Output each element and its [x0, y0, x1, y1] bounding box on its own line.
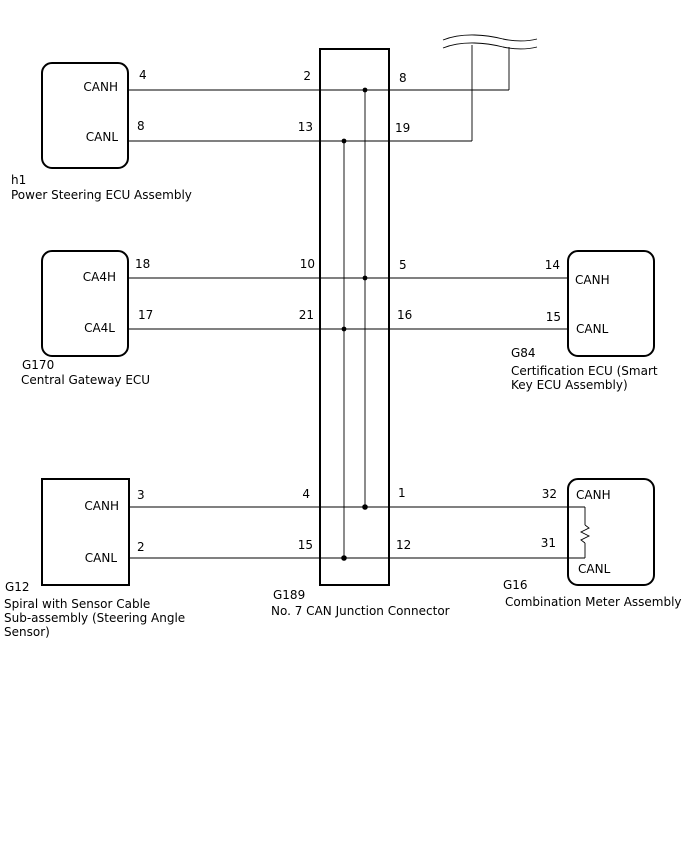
h1-code: h1	[11, 173, 26, 187]
g170-pin-ca4l: 17	[138, 308, 153, 322]
junction-dot	[341, 555, 347, 561]
g84-name-line: Key ECU Assembly)	[511, 378, 628, 392]
g84-signal-canl: CANL	[576, 322, 609, 336]
junction-dot	[362, 275, 368, 281]
g170-signal-ca4l: CA4L	[84, 321, 115, 335]
g170-code: G170	[22, 358, 54, 372]
resistor-icon	[579, 524, 591, 544]
g189-left-pin: 21	[299, 308, 314, 322]
g84-pin-canl: 15	[546, 310, 561, 324]
g84-code: G84	[511, 346, 536, 360]
g12-code: G12	[5, 580, 30, 594]
g16-meter-box	[567, 478, 655, 586]
g189-right-pin: 12	[396, 538, 411, 552]
g189-right-pin: 1	[398, 486, 406, 500]
g189-code: G189	[273, 588, 305, 602]
g189-right-pin: 5	[399, 258, 407, 272]
g16-code: G16	[503, 578, 528, 592]
g16-pin-canh: 32	[542, 487, 557, 501]
g189-right-pin: 19	[395, 121, 410, 135]
g189-left-pin: 4	[302, 487, 310, 501]
g84-name-line: Certification ECU (Smart	[511, 364, 658, 378]
h1-signal-canl: CANL	[86, 130, 119, 144]
g12-pin-canh: 3	[137, 488, 145, 502]
g170-pin-ca4h: 18	[135, 257, 150, 271]
g189-left-pin: 15	[298, 538, 313, 552]
g12-name-line: Sensor)	[4, 625, 50, 639]
g170-ecu-box	[41, 250, 129, 357]
g84-ecu-box	[567, 250, 655, 357]
g189-left-pin: 10	[300, 257, 315, 271]
h1-signal-canh: CANH	[83, 80, 118, 94]
g12-name-line: Sub-assembly (Steering Angle	[4, 611, 185, 625]
g84-signal-canh: CANH	[575, 273, 610, 287]
g12-name-line: Spiral with Sensor Cable	[4, 597, 150, 611]
junction-dot	[362, 87, 368, 93]
g189-right-pin: 16	[397, 308, 412, 322]
g12-signal-canl: CANL	[85, 551, 118, 565]
h1-ecu-box	[41, 62, 129, 169]
g189-left-pin: 13	[298, 120, 313, 134]
g189-right-pin: 8	[399, 71, 407, 85]
g16-name-line: Combination Meter Assembly	[505, 595, 682, 609]
junction-dot	[362, 504, 368, 510]
g189-left-pin: 2	[303, 69, 311, 83]
junction-dot	[341, 326, 347, 332]
g189-name-line: No. 7 CAN Junction Connector	[271, 604, 450, 618]
g12-signal-canh: CANH	[84, 499, 119, 513]
g12-sensor-box	[41, 478, 130, 586]
h1-pin-canl: 8	[137, 119, 145, 133]
wire-break-symbol	[442, 42, 538, 50]
g12-pin-canl: 2	[137, 540, 145, 554]
g16-signal-canl: CANL	[578, 562, 611, 576]
wire-break-symbol	[442, 34, 538, 42]
g189-junction-box	[319, 48, 390, 586]
g16-signal-canh: CANH	[576, 488, 611, 502]
junction-dot	[341, 138, 347, 144]
g84-pin-canh: 14	[545, 258, 560, 272]
g170-name-line: Central Gateway ECU	[21, 373, 150, 387]
g170-signal-ca4h: CA4H	[83, 270, 116, 284]
h1-name-line: Power Steering ECU Assembly	[11, 188, 192, 202]
h1-pin-canh: 4	[139, 68, 147, 82]
g16-pin-canl: 31	[541, 536, 556, 550]
